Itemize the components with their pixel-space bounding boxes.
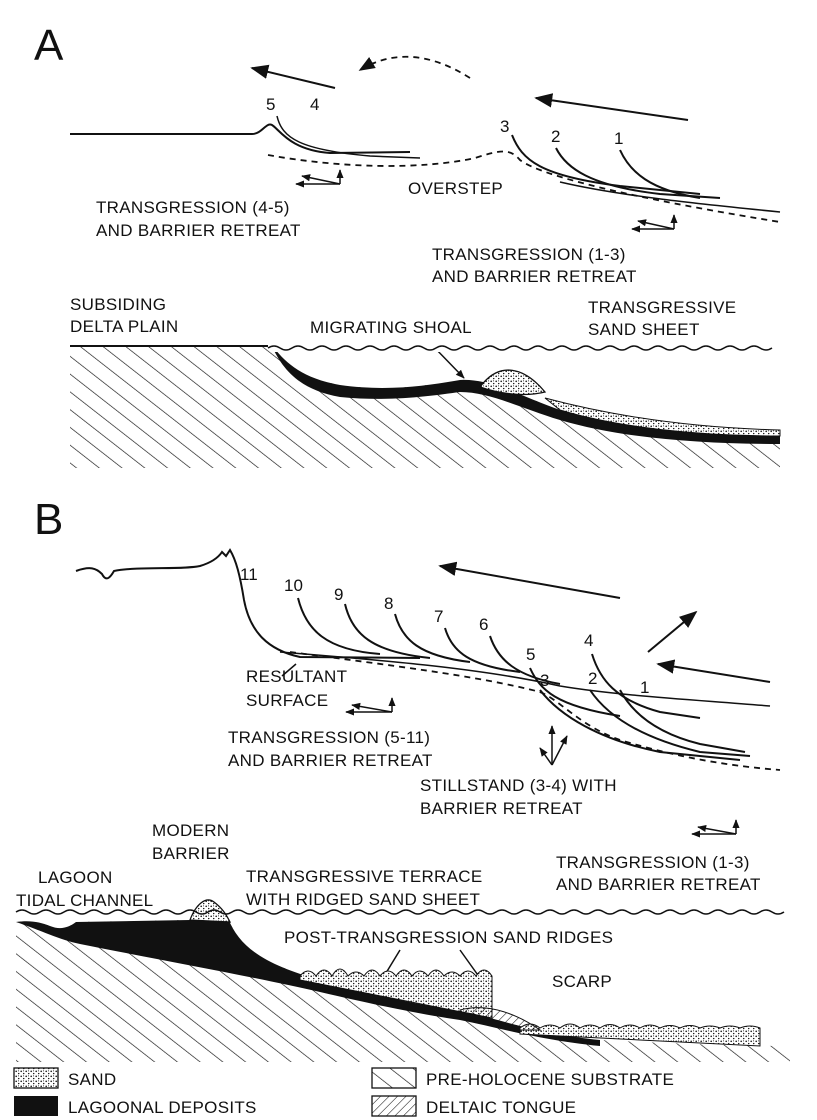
stage-number: 1 <box>640 678 649 697</box>
overstep-label: OVERSTEP <box>408 179 503 198</box>
stage-number: 8 <box>384 594 393 613</box>
landward-arrow <box>536 98 688 120</box>
sea-level <box>16 910 784 914</box>
transgression-label: TRANSGRESSION (1-3) <box>556 853 750 872</box>
landward-arrow <box>252 68 335 88</box>
seaward-arrow <box>648 612 696 652</box>
tidal-channel-label: TIDAL CHANNEL <box>16 891 153 910</box>
stage-number: 1 <box>614 129 623 148</box>
overstep-arrow <box>360 57 470 78</box>
shoreface-b <box>280 652 770 706</box>
barrier-profile-6 <box>490 636 560 684</box>
stage-number: 4 <box>310 95 319 114</box>
panel-b-letter: B <box>34 495 63 544</box>
stage-number: 5 <box>266 95 275 114</box>
panel-b: B 11 10 9 8 7 6 5 4 3 2 1 RESULTANT SU <box>0 495 817 1076</box>
stage-number: 2 <box>588 669 597 688</box>
stage-number: 5 <box>526 645 535 664</box>
stage-number: 2 <box>551 127 560 146</box>
resultant-surface-label: SURFACE <box>246 691 328 710</box>
stage-number: 6 <box>479 615 488 634</box>
stage-number: 3 <box>540 671 549 690</box>
barrier-profile-7 <box>445 628 520 672</box>
barrier-profile-3 <box>540 690 740 760</box>
pre-holocene-substrate <box>70 342 780 468</box>
stage-number: 4 <box>584 631 593 650</box>
vector-symbol <box>632 215 674 229</box>
vector-symbol <box>540 726 567 765</box>
stillstand-label: BARRIER RETREAT <box>420 799 583 818</box>
barrier-profile-10 <box>298 598 380 654</box>
landward-arrow <box>440 566 620 598</box>
transgression-label: AND BARRIER RETREAT <box>556 875 761 894</box>
post-transgression-ridges-label: POST-TRANSGRESSION SAND RIDGES <box>284 928 613 947</box>
barrier-profile-3 <box>512 135 700 194</box>
stage-number: 11 <box>240 565 258 584</box>
legend-label-deltaic: DELTAIC TONGUE <box>426 1098 576 1117</box>
transgression-label: TRANSGRESSION (4-5) <box>96 198 290 217</box>
barrier-profile-2 <box>590 690 750 756</box>
lagoon-label: LAGOON <box>38 868 113 887</box>
modern-barrier-label: BARRIER <box>152 844 230 863</box>
panel-a-letter: A <box>34 21 64 70</box>
transgression-label: TRANSGRESSION (5-11) <box>228 728 430 747</box>
stage-number: 3 <box>500 117 509 136</box>
stillstand-label: STILLSTAND (3-4) WITH <box>420 776 617 795</box>
panel-a: A 5 4 3 2 1 OVERSTEP TRA <box>34 21 800 478</box>
landward-arrow <box>658 664 770 682</box>
transgression-label: AND BARRIER RETREAT <box>96 221 301 240</box>
legend-label-substrate: PRE-HOLOCENE SUBSTRATE <box>426 1070 674 1089</box>
barrier-profile-5 <box>70 125 410 153</box>
ravinement-surface-a <box>268 152 780 223</box>
transgression-label: TRANSGRESSION (1-3) <box>432 245 626 264</box>
transgressive-sand-sheet-label: TRANSGRESSIVE <box>588 298 736 317</box>
transgression-label: AND BARRIER RETREAT <box>432 267 637 286</box>
vector-symbol <box>346 698 392 712</box>
transgressive-terrace-label: TRANSGRESSIVE TERRACE <box>246 867 482 886</box>
subsiding-delta-plain-label: SUBSIDING <box>70 295 166 314</box>
migrating-shoal-label: MIGRATING SHOAL <box>310 318 472 337</box>
stage-number: 10 <box>284 576 303 595</box>
stage-number: 9 <box>334 585 343 604</box>
stage-number: 7 <box>434 607 443 626</box>
vector-symbol <box>692 820 736 834</box>
legend-swatch-lagoonal <box>14 1096 58 1116</box>
vector-symbol <box>296 170 340 184</box>
scarp-label: SCARP <box>552 972 612 991</box>
legend-label-lagoonal: LAGOONAL DEPOSITS <box>68 1098 257 1117</box>
modern-barrier-label: MODERN <box>152 821 229 840</box>
legend-swatch-substrate <box>372 1068 416 1088</box>
subsiding-delta-plain-label: DELTA PLAIN <box>70 317 179 336</box>
resultant-surface-label: RESULTANT <box>246 667 347 686</box>
legend-swatch-deltaic <box>372 1096 416 1116</box>
transgression-label: AND BARRIER RETREAT <box>228 751 433 770</box>
transgressive-terrace-label: WITH RIDGED SAND SHEET <box>246 890 480 909</box>
legend-label-sand: SAND <box>68 1070 116 1089</box>
legend-swatch-sand <box>14 1068 58 1088</box>
transgressive-sand-sheet-label: SAND SHEET <box>588 320 700 339</box>
